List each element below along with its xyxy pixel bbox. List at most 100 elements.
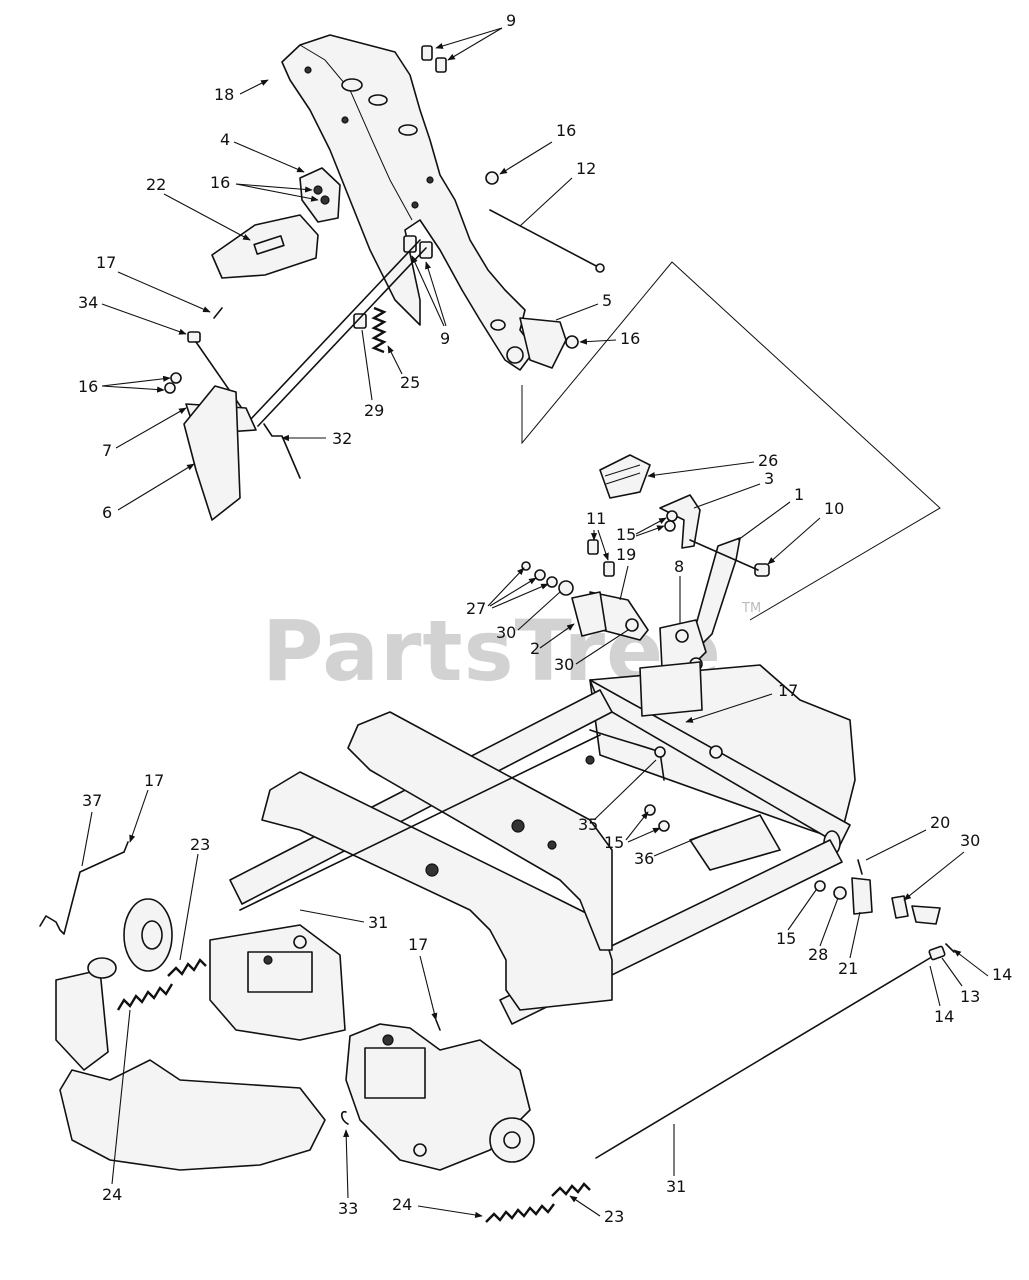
- spring-24-left: [116, 983, 174, 1011]
- bracket-22-slot: [253, 235, 285, 255]
- callout-9: 9: [506, 11, 516, 30]
- callout-33: 33: [338, 1199, 358, 1218]
- callout-37: 37: [82, 791, 102, 810]
- bushing-30: [891, 895, 909, 919]
- callout-10: 10: [824, 499, 844, 518]
- console-plate-fold: [299, 44, 413, 221]
- rod-32: [263, 423, 301, 479]
- callout-23-a: 23: [190, 835, 210, 854]
- callout-20: 20: [930, 813, 950, 832]
- floor-plate-36: [689, 814, 781, 871]
- deck-chute: [55, 969, 109, 1071]
- clip-34: [187, 331, 201, 343]
- callout-17-a: 17: [96, 253, 116, 272]
- bolt-10: [754, 563, 770, 577]
- pin-20: [857, 859, 863, 875]
- spring-25: [371, 306, 387, 354]
- pin-17-center: [435, 1019, 441, 1031]
- callout-27: 27: [466, 599, 486, 618]
- callout-12: 12: [576, 159, 596, 178]
- spring-23-right: [551, 1182, 591, 1197]
- pedal-arm-3: [659, 494, 701, 549]
- shaft-10: [689, 539, 759, 571]
- plate-hole-a: [341, 78, 363, 92]
- callout-7: 7: [102, 441, 112, 460]
- callouts: 9 18 4 16 22 16 12 17 34 16 5 1: [78, 11, 1012, 1226]
- bolt-11-b: [603, 561, 615, 577]
- cable-31-lower: [595, 957, 931, 1159]
- callout-35: 35: [578, 815, 598, 834]
- plate-21: [851, 877, 873, 915]
- ferrule-13: [928, 945, 946, 961]
- callout-24-b: 24: [392, 1195, 412, 1214]
- callout-8: 8: [674, 557, 684, 576]
- right-hardware: [595, 859, 955, 1159]
- callout-9-b: 9: [440, 329, 450, 348]
- callout-5: 5: [602, 291, 612, 310]
- callout-17-c: 17: [144, 771, 164, 790]
- nut-16-lever-b: [164, 382, 176, 394]
- callout-22: 22: [146, 175, 166, 194]
- plate-bolt-2: [341, 116, 349, 124]
- pin-17-left: [123, 841, 129, 853]
- callout-2: 2: [530, 639, 540, 658]
- callout-31-a: 31: [368, 913, 388, 932]
- spacer-30-a: [558, 580, 574, 596]
- plate-hole-c: [398, 124, 418, 136]
- pin-17: [213, 307, 223, 319]
- callout-19: 19: [616, 545, 636, 564]
- callout-17-b: 17: [778, 681, 798, 700]
- washer-15-b: [664, 520, 676, 532]
- spring-23-left: [167, 958, 207, 977]
- callout-16-c: 16: [78, 377, 98, 396]
- callout-28: 28: [808, 945, 828, 964]
- u-bar-front: [261, 771, 613, 1011]
- nut-15-b: [658, 820, 670, 832]
- cable-31-upper: [239, 734, 601, 911]
- clip-30: [911, 905, 941, 925]
- bracket-33: [340, 1110, 349, 1125]
- rod-12: [489, 209, 601, 269]
- callout-31-b: 31: [666, 1177, 686, 1196]
- callout-30-b: 30: [554, 655, 574, 674]
- callout-23-b: 23: [604, 1207, 624, 1226]
- callout-11: 11: [586, 509, 606, 528]
- callout-13: 13: [960, 987, 980, 1006]
- bracket-4: [299, 167, 341, 223]
- rod-37: [39, 851, 125, 935]
- plate-hole-e: [506, 346, 524, 364]
- callout-17-d: 17: [408, 935, 428, 954]
- callout-25: 25: [400, 373, 420, 392]
- callout-30-a: 30: [496, 623, 516, 642]
- explode-leader: [521, 261, 941, 621]
- link-rod-upper: [249, 239, 421, 421]
- callout-1: 1: [794, 485, 804, 504]
- plate-bolt-3: [411, 201, 419, 209]
- washer-15-a: [666, 510, 678, 522]
- plate-6: [183, 385, 241, 521]
- callout-15-c: 15: [776, 929, 796, 948]
- callout-16-a: 16: [210, 173, 230, 192]
- rear-transmission: [340, 1019, 591, 1223]
- callout-6: 6: [102, 503, 112, 522]
- pedal-mount: [639, 661, 703, 717]
- nut-16-lower: [565, 335, 579, 349]
- callout-32: 32: [332, 429, 352, 448]
- callout-16-d: 16: [620, 329, 640, 348]
- plate-hole-b: [368, 94, 388, 106]
- pedal-pad-26: [599, 454, 651, 499]
- callout-34: 34: [78, 293, 98, 312]
- callout-36: 36: [634, 849, 654, 868]
- nut-16-lever-a: [170, 372, 182, 384]
- callout-26: 26: [758, 451, 778, 470]
- bracket-4-nut-a: [313, 185, 323, 195]
- callout-24-a: 24: [102, 1185, 122, 1204]
- callout-18: 18: [214, 85, 234, 104]
- callout-15-a: 15: [616, 525, 636, 544]
- plate-bolt-4: [426, 176, 434, 184]
- callout-21: 21: [838, 959, 858, 978]
- front-left-assembly: [39, 734, 601, 1171]
- mower-deck: [59, 1059, 326, 1171]
- spring-24-right: [485, 1203, 555, 1223]
